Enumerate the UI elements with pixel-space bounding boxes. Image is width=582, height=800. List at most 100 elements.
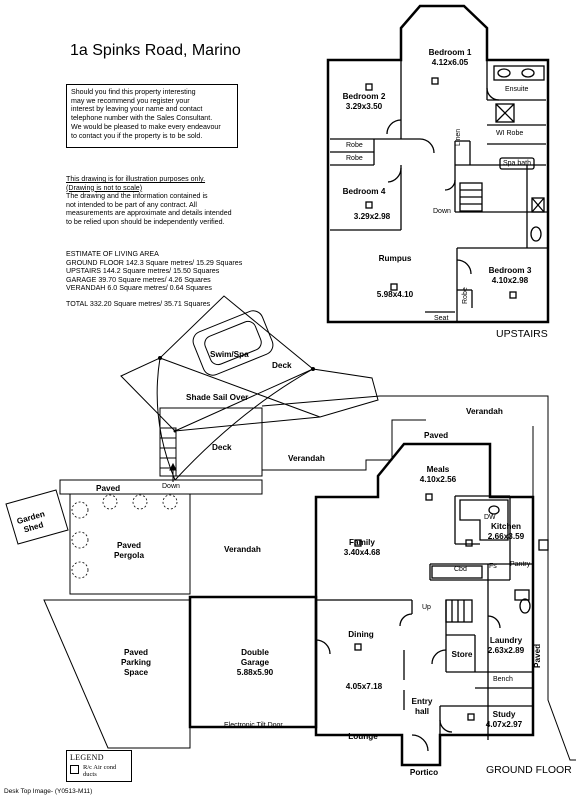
- sail-points: [158, 356, 315, 433]
- upstairs-heading: UPSTAIRS: [496, 328, 548, 340]
- stair-arrow: [169, 462, 177, 482]
- room-dim: 3.40x4.68: [343, 548, 381, 557]
- label-line: Garage: [240, 658, 270, 667]
- tilt-door-label: Electronic Tilt Door: [224, 722, 283, 729]
- paved-pergola-label: Paved Pergola: [104, 541, 154, 561]
- study-label: Study 4.07x2.97: [476, 710, 532, 730]
- family-label: Family 3.40x4.68: [330, 538, 394, 558]
- ground-floor-heading: GROUND FLOOR: [486, 764, 572, 776]
- label-line: hall: [414, 707, 430, 716]
- paved-label: Paved: [424, 431, 449, 440]
- rumpus-dim: 5.98x4.10: [376, 290, 414, 299]
- paved-label: Paved: [533, 643, 542, 668]
- air-duct-icon: [70, 765, 79, 774]
- label-line: Paved: [123, 648, 149, 657]
- notice-box: Should you find this property interestin…: [66, 84, 238, 148]
- room-name: Laundry: [489, 636, 523, 645]
- room-dim: 4.12x6.05: [431, 58, 469, 67]
- estimate-line: VERANDAH 6.0 Square metres/ 0.64 Squares: [66, 284, 212, 293]
- disclaimer: This drawing is for illustration purpose…: [66, 175, 296, 227]
- bedroom3-label: Bedroom 3 4.10x2.98: [474, 266, 546, 286]
- robe-label: Robe: [346, 142, 363, 149]
- lounge-dim: 4.05x7.18: [345, 682, 383, 691]
- estimate-heading: ESTIMATE OF LIVING AREA: [66, 250, 159, 258]
- label-line: Space: [123, 668, 149, 677]
- legend-line: ducts: [83, 771, 97, 778]
- verandah-label: Verandah: [288, 454, 325, 463]
- bedroom2-label: Bedroom 2 3.29x3.50: [328, 92, 400, 112]
- deck-label: Deck: [272, 361, 292, 370]
- area-estimate: ESTIMATE OF LIVING AREA GROUND FLOOR 142…: [66, 250, 306, 309]
- footer-code: Desk Top Image- (Y0513-M11): [4, 788, 93, 795]
- disclaimer-line: not intended to be part of any contract.…: [66, 200, 197, 209]
- paved-parking-label: Paved Parking Space: [106, 648, 166, 678]
- paved-label: Paved: [96, 484, 121, 493]
- room-name: Kitchen: [490, 522, 522, 531]
- fs-label: Fs: [489, 563, 497, 570]
- room-dim: 3.29x3.50: [345, 102, 383, 111]
- disclaimer-line: This drawing is for illustration purpose…: [66, 175, 206, 183]
- room-dim: 4.07x2.97: [485, 720, 523, 729]
- lounge-label: Lounge: [348, 732, 378, 741]
- spabath-label: Spa bath: [503, 160, 532, 167]
- pantry-label: Pantry: [510, 561, 531, 568]
- legend-row: R/c Air cond ducts: [70, 764, 128, 778]
- upstairs-plan: [326, 4, 550, 324]
- notice-line: interest by leaving your name and contac…: [71, 105, 203, 114]
- dishwasher-label: DW: [484, 514, 496, 521]
- robe-label: Robe: [462, 287, 469, 304]
- room-dim: 5.88x5.90: [236, 668, 274, 677]
- deck-label: Deck: [212, 443, 232, 452]
- estimate-line: GARAGE 39.70 Square metres/ 4.26 Squares: [66, 275, 211, 284]
- seat-label: Seat: [434, 315, 449, 322]
- ensuite-label: Ensuite: [505, 86, 529, 93]
- portico-label: Portico: [409, 768, 439, 777]
- meals-label: Meals 4.10x2.56: [405, 465, 471, 485]
- estimate-line: GROUND FLOOR 142.3 Square metres/ 15.29 …: [66, 258, 243, 267]
- room-name: Bedroom 3: [488, 266, 532, 275]
- verandah-label: Verandah: [224, 545, 261, 554]
- room-dim: 4.10x2.98: [491, 276, 529, 285]
- wirobe-label: WI Robe: [496, 130, 524, 137]
- estimate-total: TOTAL 332.20 Square metres/ 35.71 Square…: [66, 299, 211, 308]
- estimate-line: UPSTAIRS 144.2 Square metres/ 15.50 Squa…: [66, 267, 220, 276]
- label-line: Paved: [116, 541, 142, 550]
- cupboard-label: Cbd: [454, 566, 467, 573]
- room-name: Meals: [426, 465, 450, 474]
- legend-text: R/c Air cond ducts: [83, 764, 116, 778]
- legend-line: R/c Air cond: [83, 764, 117, 771]
- notice-line: Should you find this property interestin…: [71, 88, 196, 96]
- room-name: Study: [492, 710, 516, 719]
- disclaimer-line: (Drawing is not to scale): [66, 183, 143, 192]
- room-dim: 2.63x2.89: [487, 646, 525, 655]
- store-label: Store: [451, 650, 473, 659]
- notice-line: We would be pleased to make every endeav…: [71, 122, 221, 131]
- label-line: Double: [241, 648, 269, 657]
- label-line: Parking: [120, 658, 152, 667]
- disclaimer-line: The drawing and the information containe…: [66, 192, 208, 201]
- stairs-up-label: Up: [422, 604, 431, 611]
- notice-line: telephone number with the Sales Consulta…: [71, 114, 213, 123]
- laundry-label: Laundry 2.63x2.89: [478, 636, 534, 656]
- disclaimer-line: measurements are approximate and details…: [66, 209, 232, 218]
- shade-sail-label: Shade Sail Over: [186, 393, 249, 402]
- label-line: Entry: [411, 697, 433, 706]
- planting: [71, 494, 178, 579]
- kitchen-label: Kitchen 2.66x3.59: [476, 522, 536, 542]
- disclaimer-line: to be relied upon should be independentl…: [66, 217, 225, 226]
- label-line: Pergola: [113, 551, 145, 560]
- stairs-down-label: Down: [433, 208, 451, 215]
- notice-line: may we recommend you register your: [71, 96, 190, 105]
- room-dim: 4.10x2.56: [419, 475, 457, 484]
- upstairs-walls: [330, 60, 548, 322]
- bench-label: Bench: [493, 676, 513, 683]
- ground-floor-walls: [315, 493, 549, 752]
- entry-hall-label: Entry hall: [404, 697, 440, 717]
- room-name: Bedroom 1: [428, 48, 472, 57]
- robe-label: Robe: [346, 155, 363, 162]
- swimspa-label: Swim/Spa: [210, 350, 249, 359]
- bedroom4-dim: 3.29x2.98: [353, 212, 391, 221]
- garage-label: Double Garage 5.88x5.90: [220, 648, 290, 678]
- bedroom4-label: Bedroom 4: [328, 187, 400, 197]
